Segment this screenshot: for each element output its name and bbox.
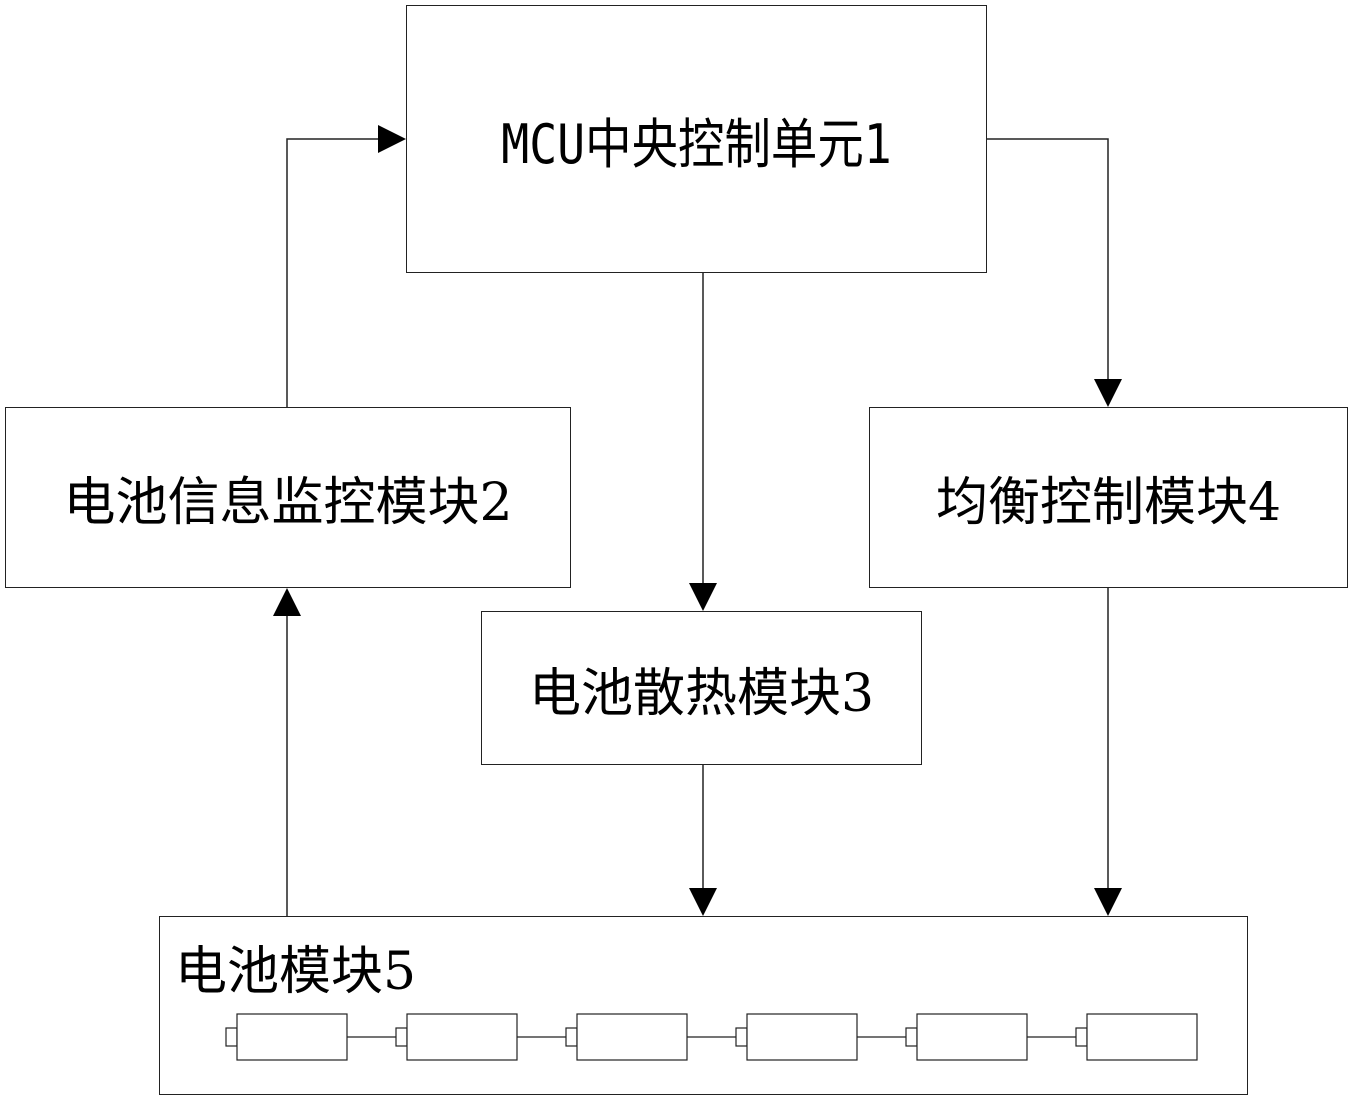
edge-mcu-to-balance <box>987 138 1122 407</box>
battery-cell <box>225 1013 348 1061</box>
mcu-central-control-unit-box: MCU中央控制单元1 <box>406 5 987 273</box>
edge-balance-to-battery <box>1094 588 1122 916</box>
battery-info-monitor-label: 电池信息监控模块2 <box>63 473 513 533</box>
battery-terminal <box>395 1027 408 1047</box>
edge-mcu-to-cooling <box>689 273 717 611</box>
battery-terminal <box>735 1027 748 1047</box>
battery-cooling-label: 电池散热模块3 <box>528 663 875 724</box>
edge-battery-to-monitor <box>273 588 301 916</box>
battery-info-monitor-box: 电池信息监控模块2 <box>5 407 571 588</box>
balance-control-box: 均衡控制模块4 <box>869 407 1348 588</box>
battery-module-label: 电池模块5 <box>175 942 417 1002</box>
battery-terminal <box>905 1027 918 1047</box>
battery-cell-body <box>406 1013 518 1061</box>
mcu-central-control-unit-label: MCU中央控制单元1 <box>501 112 892 176</box>
edge-monitor-to-mcu <box>286 125 406 407</box>
battery-cell <box>735 1013 858 1061</box>
balance-control-label: 均衡控制模块4 <box>935 473 1282 533</box>
battery-module-box: 电池模块5 <box>159 916 1248 1095</box>
battery-terminal <box>225 1027 238 1047</box>
battery-cell-body <box>746 1013 858 1061</box>
battery-cell-body <box>236 1013 348 1061</box>
battery-cell <box>1075 1013 1198 1061</box>
battery-cell-body <box>916 1013 1028 1061</box>
battery-cooling-box: 电池散热模块3 <box>481 611 922 765</box>
battery-cell <box>905 1013 1028 1061</box>
battery-cell-body <box>576 1013 688 1061</box>
edge-cooling-to-battery <box>689 765 717 916</box>
battery-cell <box>395 1013 518 1061</box>
battery-terminal <box>565 1027 578 1047</box>
battery-cell-chain <box>225 1013 1198 1061</box>
battery-terminal <box>1075 1027 1088 1047</box>
battery-cell <box>565 1013 688 1061</box>
battery-cell-body <box>1086 1013 1198 1061</box>
